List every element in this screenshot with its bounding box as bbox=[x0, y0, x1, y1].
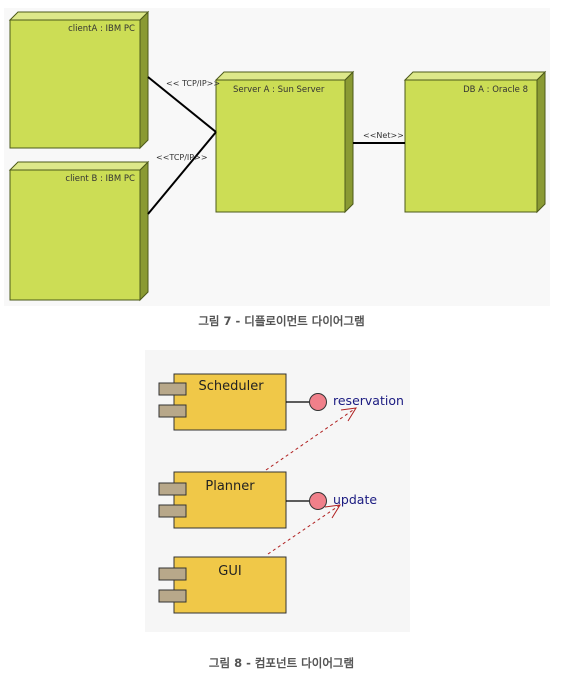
node-server-a: Server A : Sun Server bbox=[214, 70, 355, 214]
arrowhead-icon bbox=[340, 407, 357, 422]
component-port bbox=[158, 567, 187, 581]
component-planner: Planner bbox=[158, 471, 287, 529]
link-label-tcp-ip-2: <<TCP/IP>> bbox=[156, 153, 208, 162]
component-port bbox=[158, 382, 187, 396]
node-db-a: DB A : Oracle 8 bbox=[403, 70, 547, 214]
link-label-net: <<Net>> bbox=[363, 131, 404, 140]
component-scheduler: Scheduler bbox=[158, 373, 287, 431]
component-label: Planner bbox=[205, 479, 255, 494]
node-label: Server A : Sun Server bbox=[233, 85, 325, 95]
interface-lollipop-icon bbox=[309, 492, 327, 510]
component-gui: GUI bbox=[158, 556, 287, 614]
component-label: GUI bbox=[218, 564, 241, 579]
dependency-gui-update bbox=[267, 504, 341, 555]
figure-7-caption: 그림 7 - 디플로이먼트 다이어그램 bbox=[198, 314, 365, 328]
link-label-tcp-ip-1: << TCP/IP>> bbox=[166, 79, 220, 88]
arrowhead-icon bbox=[324, 504, 341, 519]
dependency-planner-reservation bbox=[265, 407, 357, 471]
component-port bbox=[158, 504, 187, 518]
link-client-b-server bbox=[147, 131, 217, 215]
figure-8-caption: 그림 8 - 컴포넌트 다이어그램 bbox=[208, 656, 355, 670]
interface-reservation: reservation bbox=[286, 393, 404, 411]
component-port bbox=[158, 404, 187, 418]
interface-update: update bbox=[286, 492, 377, 510]
component-label: Scheduler bbox=[198, 379, 264, 394]
interface-label: reservation bbox=[333, 393, 404, 408]
node-client-a: clientA : IBM PC bbox=[8, 10, 150, 150]
node-label: DB A : Oracle 8 bbox=[463, 85, 528, 95]
link-client-a-server bbox=[147, 76, 217, 133]
node-label: clientA : IBM PC bbox=[68, 24, 135, 34]
component-port bbox=[158, 589, 187, 603]
node-label: client B : IBM PC bbox=[65, 174, 135, 184]
component-port bbox=[158, 482, 187, 496]
node-client-b: client B : IBM PC bbox=[8, 160, 150, 302]
interface-lollipop-icon bbox=[309, 393, 327, 411]
interface-label: update bbox=[333, 492, 377, 507]
